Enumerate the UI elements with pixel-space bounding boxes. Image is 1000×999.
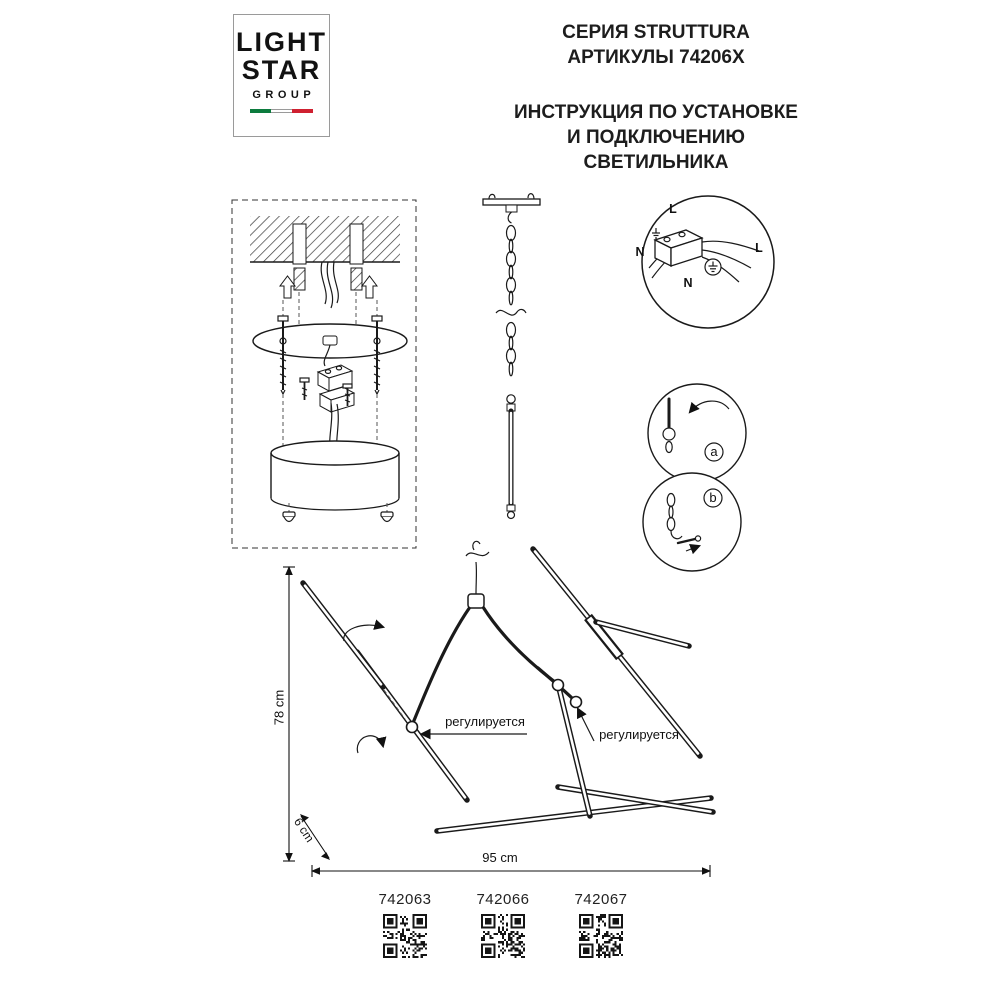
italian-flag-stripe	[250, 109, 313, 113]
wire-label-l-wire: L	[755, 241, 763, 255]
flag-green-bar	[250, 109, 271, 113]
product-column: 742066	[468, 891, 538, 958]
ground-symbol-icon	[652, 228, 660, 239]
step-label-b: b	[709, 490, 717, 505]
adjustable-label-left: регулируется	[445, 714, 525, 729]
qr-code	[481, 914, 525, 958]
curved-arrow-icon	[688, 400, 730, 414]
lightstar-logo: LIGHT STAR GROUP	[233, 14, 330, 137]
flag-red-bar	[292, 109, 313, 113]
small-arrow-icon	[685, 544, 702, 555]
step-label-a: a	[710, 444, 718, 459]
chandelier-dimensions-diagram	[283, 540, 716, 877]
product-column: 742063	[370, 891, 440, 958]
qr-code	[383, 914, 427, 958]
annotation-arrow-icon	[577, 707, 595, 742]
logo-word-group: GROUP	[252, 89, 316, 101]
arrow-up-icon	[361, 275, 378, 299]
wire-label-n-block: N	[635, 245, 645, 259]
series-title: СЕРИЯ STRUTTURA	[562, 22, 750, 43]
product-column: 742067	[566, 891, 636, 958]
articles-title: АРТИКУЛЫ 74206X	[567, 47, 745, 68]
product-code: 742066	[476, 891, 530, 908]
arrow-up-icon	[279, 275, 296, 299]
instruction-title-line1: ИНСТРУКЦИЯ ПО УСТАНОВКЕ	[514, 102, 798, 123]
product-code: 742063	[378, 891, 432, 908]
wiring-detail-diagram	[641, 195, 775, 329]
flag-white-bar	[271, 109, 292, 113]
ceiling-mount-diagram	[231, 199, 417, 549]
rotate-arrow-icon	[343, 619, 386, 642]
logo-word-star: STAR	[241, 55, 322, 85]
chain-attachment-steps	[642, 383, 747, 572]
wire-label-l-block: L	[669, 202, 677, 216]
chain-suspension-diagram	[482, 193, 541, 520]
instruction-title-line2: И ПОДКЛЮЧЕНИЮ СВЕТИЛЬНИКА	[567, 127, 745, 173]
qr-code	[579, 914, 623, 958]
dimension-height: 78 cm	[271, 689, 287, 726]
adjustable-label-right: регулируется	[599, 727, 679, 742]
dimension-width: 95 cm	[482, 850, 518, 865]
product-code: 742067	[574, 891, 628, 908]
rotate-arrow-icon	[356, 735, 387, 754]
logo-word-light: LIGHT	[236, 27, 327, 57]
document-title: СЕРИЯ STRUTTURA АРТИКУЛЫ 74206X ИНСТРУКЦ…	[514, 20, 798, 175]
ground-symbol-circled-icon	[708, 261, 718, 273]
wire-label-n-wire: N	[683, 276, 693, 290]
dimension-lines	[283, 566, 711, 877]
